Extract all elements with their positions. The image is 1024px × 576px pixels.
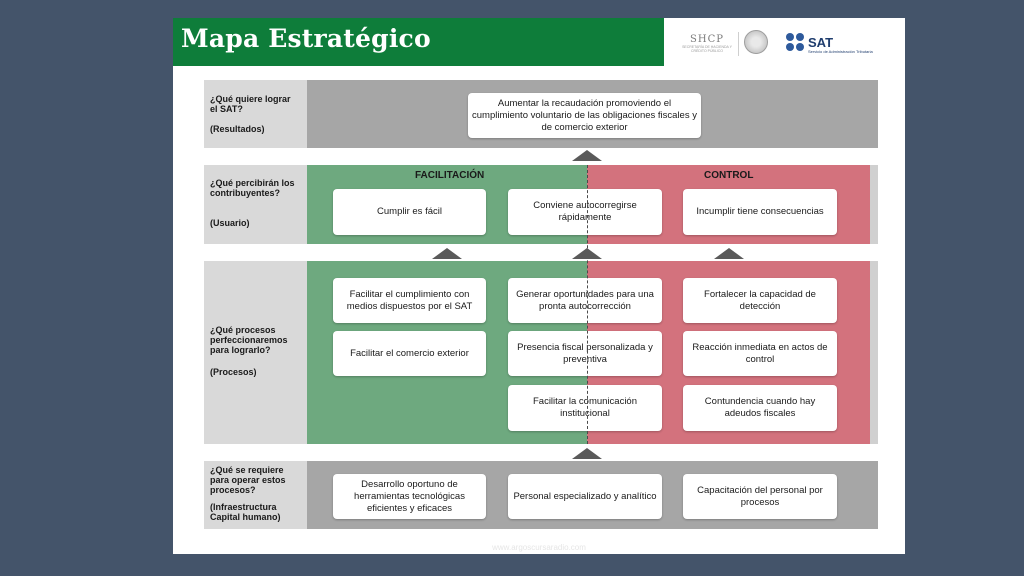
procesos-label-cell: [204, 261, 307, 444]
proceso-box-5: Facilitar la comunicación institucional: [508, 385, 662, 431]
usuario-box-1: Cumplir es fácil: [333, 189, 486, 235]
facilitacion-title: FACILITACIÓN: [415, 170, 485, 181]
proceso-box-2: Facilitar el comercio exterior: [333, 331, 486, 376]
control-title: CONTROL: [704, 170, 754, 181]
usuario-tag: (Usuario): [210, 218, 250, 228]
up-arrow-icon: [572, 150, 602, 161]
proceso-box-6: Fortalecer la capacidad de detección: [683, 278, 837, 323]
up-arrow-icon: [572, 248, 602, 259]
infra-label-cell: [204, 461, 307, 529]
usuario-label-cell: [204, 165, 307, 244]
resultados-tag: (Resultados): [210, 124, 265, 134]
up-arrow-icon: [572, 448, 602, 459]
up-arrow-icon: [432, 248, 462, 259]
infra-box-1: Desarrollo oportuno de herramientas tecn…: [333, 474, 486, 519]
procesos-question: ¿Qué procesos perfeccionaremos para logr…: [210, 325, 288, 355]
infra-box-3: Capacitación del personal por procesos: [683, 474, 837, 519]
proceso-box-7: Reacción inmediata en actos de control: [683, 331, 837, 376]
usuario-question: ¿Qué percibirán los contribuyentes?: [210, 178, 295, 198]
sat-logo-subtext: Servicio de Administración Tributaria: [808, 49, 873, 54]
procesos-tag: (Procesos): [210, 367, 257, 377]
infra-tag: (Infraestructura Capital humano): [210, 502, 281, 522]
infra-box-2: Personal especializado y analítico: [508, 474, 662, 519]
usuario-box-3: Incumplir tiene consecuencias: [683, 189, 837, 235]
resultado-box: Aumentar la recaudación promoviendo el c…: [468, 93, 701, 138]
shcp-logo: SHCP SECRETARÍA DE HACIENDA Y CRÉDITO PÚ…: [682, 34, 732, 53]
resultados-label-cell: [204, 80, 307, 148]
sat-logo-text: SAT: [808, 35, 834, 50]
proceso-box-1: Facilitar el cumplimiento con medios dis…: [333, 278, 486, 323]
resultados-question: ¿Qué quiere lograr el SAT?: [210, 94, 291, 114]
proceso-box-3: Generar oportunidades para una pronta au…: [508, 278, 662, 323]
up-arrow-icon: [714, 248, 744, 259]
shcp-logo-text: SHCP: [690, 34, 724, 45]
sat-logo-icon: [786, 33, 805, 52]
national-seal-icon: [744, 30, 768, 54]
proceso-box-4: Presencia fiscal personalizada y prevent…: [508, 331, 662, 376]
infra-question: ¿Qué se requiere para operar estos proce…: [210, 465, 286, 495]
facilitacion-control-divider: [587, 165, 588, 444]
title-bar: Mapa Estratégico: [173, 18, 664, 66]
logo-divider: [738, 32, 739, 56]
proceso-box-8: Contundencia cuando hay adeudos fiscales: [683, 385, 837, 431]
logos-area: SHCP SECRETARÍA DE HACIENDA Y CRÉDITO PÚ…: [664, 18, 905, 66]
usuario-box-2: Conviene autocorregirse rápidamente: [508, 189, 662, 235]
page-title: Mapa Estratégico: [181, 24, 431, 53]
footer-watermark: www.argoscursaradio.com: [492, 543, 586, 552]
shcp-logo-subtext: SECRETARÍA DE HACIENDA Y CRÉDITO PÚBLICO: [682, 45, 732, 53]
slide: Mapa Estratégico SHCP SECRETARÍA DE HACI…: [173, 18, 905, 554]
